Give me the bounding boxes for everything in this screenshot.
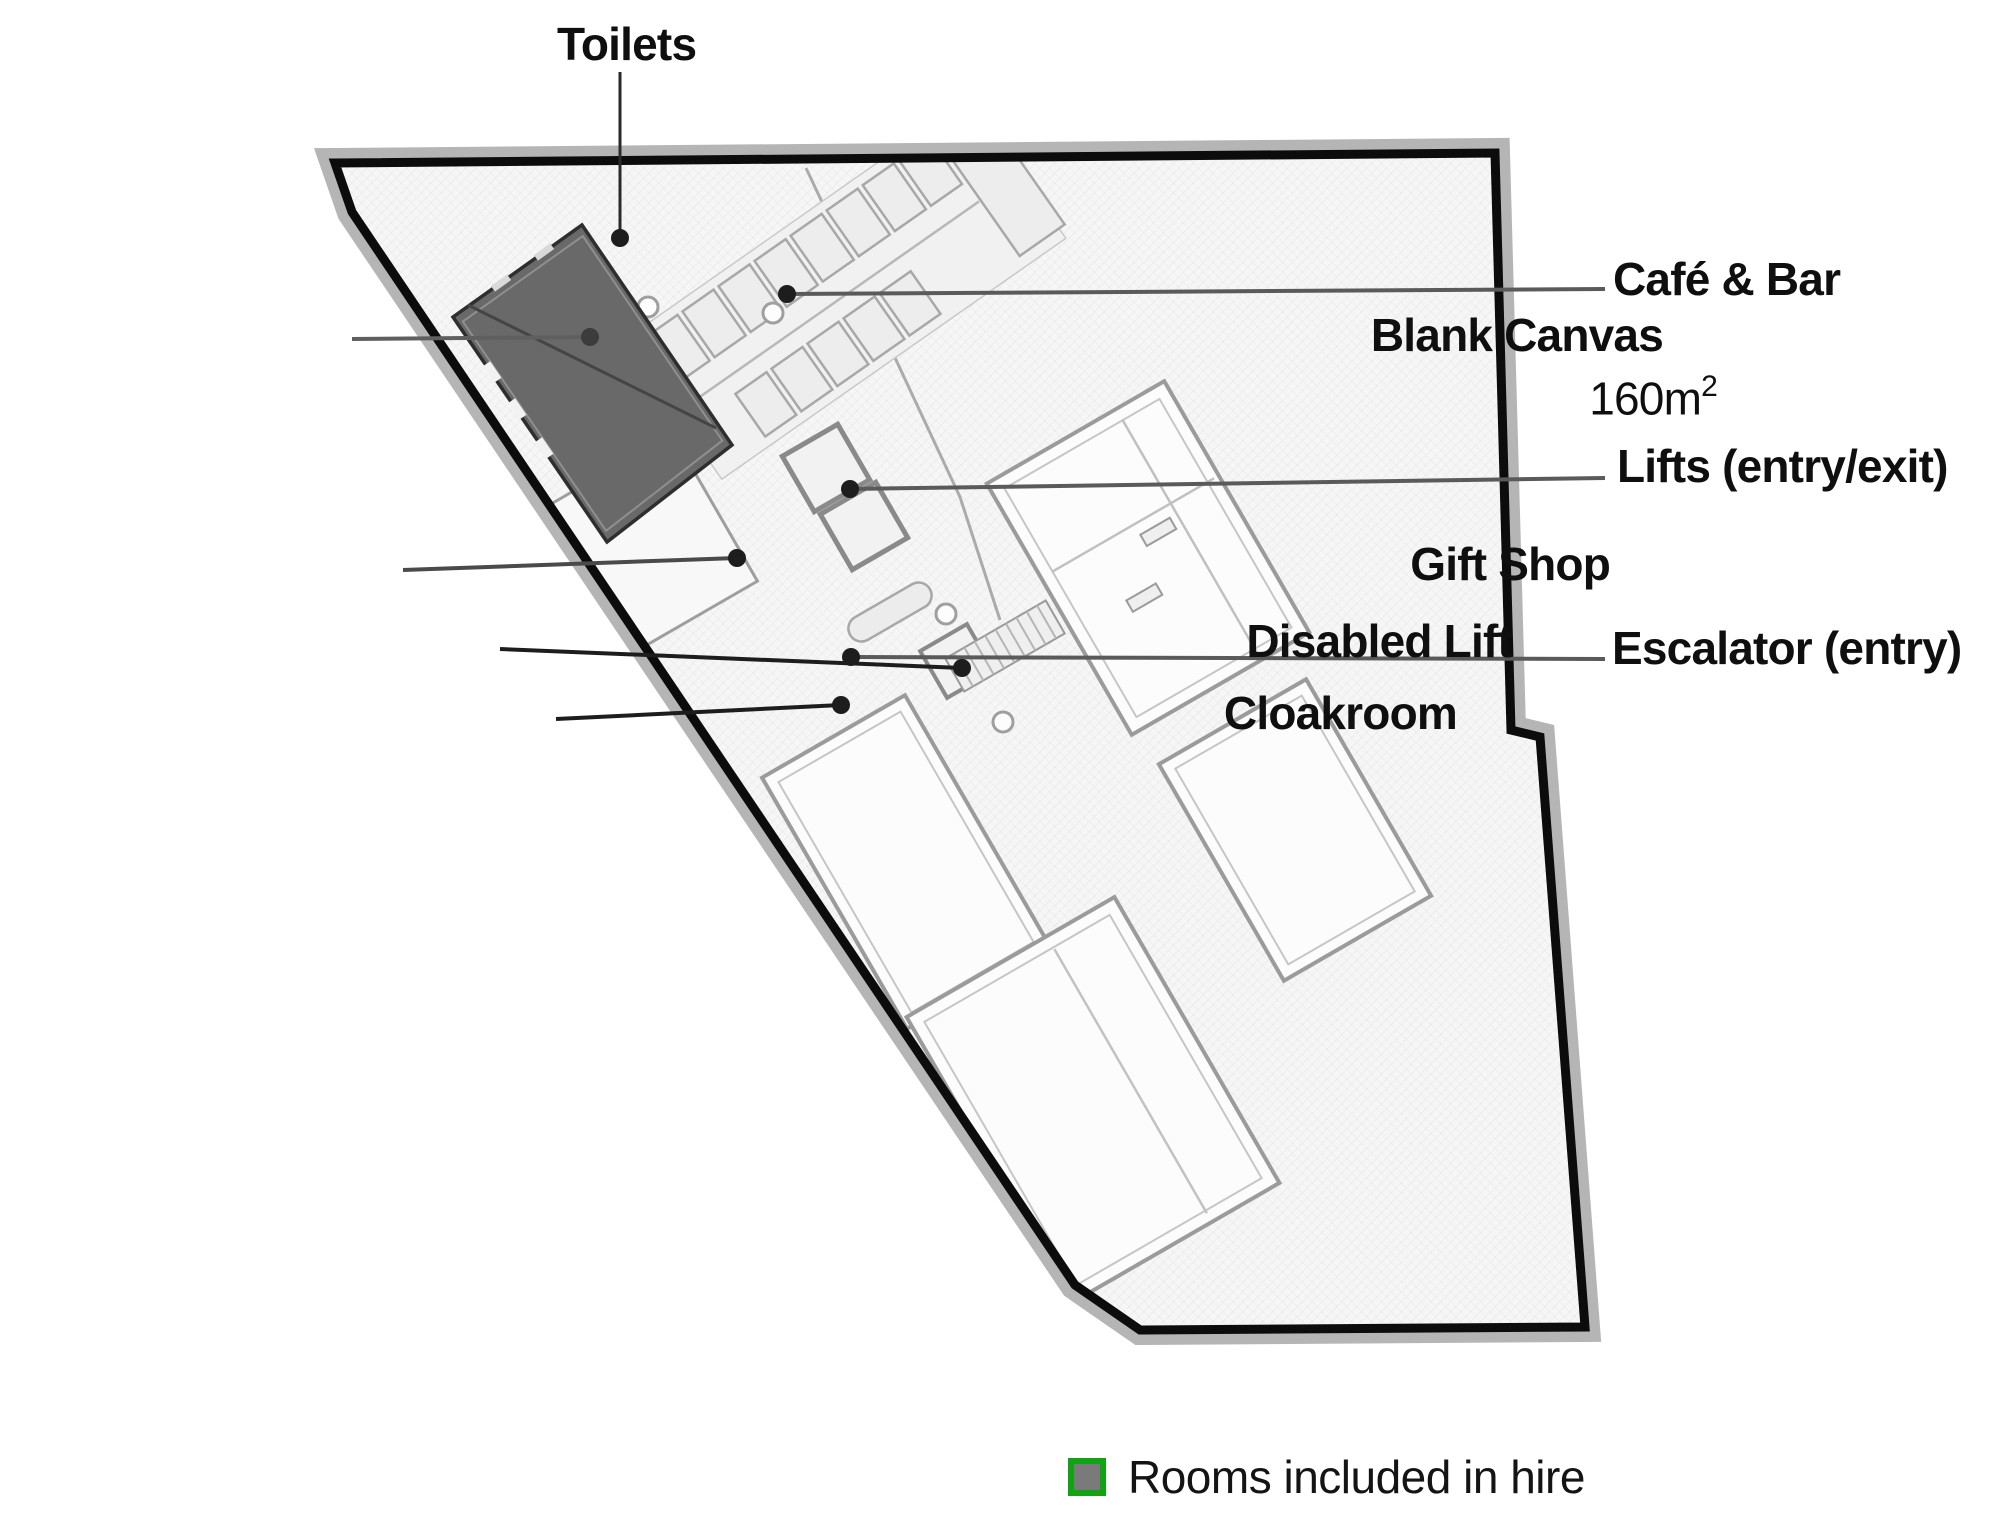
- label-toilets: Toilets: [557, 18, 697, 70]
- leader-lifts: [841, 476, 1606, 498]
- label-escalator: Escalator (entry): [1612, 622, 1962, 674]
- counter-desk: [847, 581, 933, 643]
- leader-cafe-bar: [778, 285, 1606, 303]
- leader-cloakroom: [555, 696, 850, 721]
- label-cloakroom: Cloakroom: [1223, 687, 1458, 739]
- plan-interior: [450, 153, 1434, 1306]
- leader-gift-shop: [402, 549, 746, 572]
- gallery-a: [984, 378, 1312, 738]
- toilets-area: [608, 153, 1067, 481]
- leader-disabled-lift: [499, 647, 971, 677]
- label-lifts: Lifts (entry/exit): [1617, 440, 1948, 492]
- gallery-d: [1156, 676, 1434, 984]
- label-blank-canvas: Blank Canvas: [1370, 309, 1664, 361]
- columns: [636, 295, 1015, 734]
- area-superscript: 2: [1701, 370, 1718, 403]
- label-cafe-bar: Café & Bar: [1613, 253, 1841, 305]
- label-blank-canvas-area: 160m2: [1589, 370, 1718, 425]
- plan-outline: [328, 148, 1590, 1335]
- area-value: 160m: [1589, 372, 1702, 425]
- label-disabled-lift: Disabled Lift: [1246, 615, 1512, 667]
- legend: Rooms included in hire: [1068, 1450, 1585, 1504]
- blank-canvas-room: [450, 222, 735, 545]
- leader-toilets: [611, 72, 629, 247]
- legend-label: Rooms included in hire: [1128, 1451, 1585, 1503]
- label-gift-shop: Gift Shop: [1410, 538, 1611, 590]
- leader-blank-canvas: [351, 328, 599, 346]
- legend-swatch: [1068, 1458, 1106, 1496]
